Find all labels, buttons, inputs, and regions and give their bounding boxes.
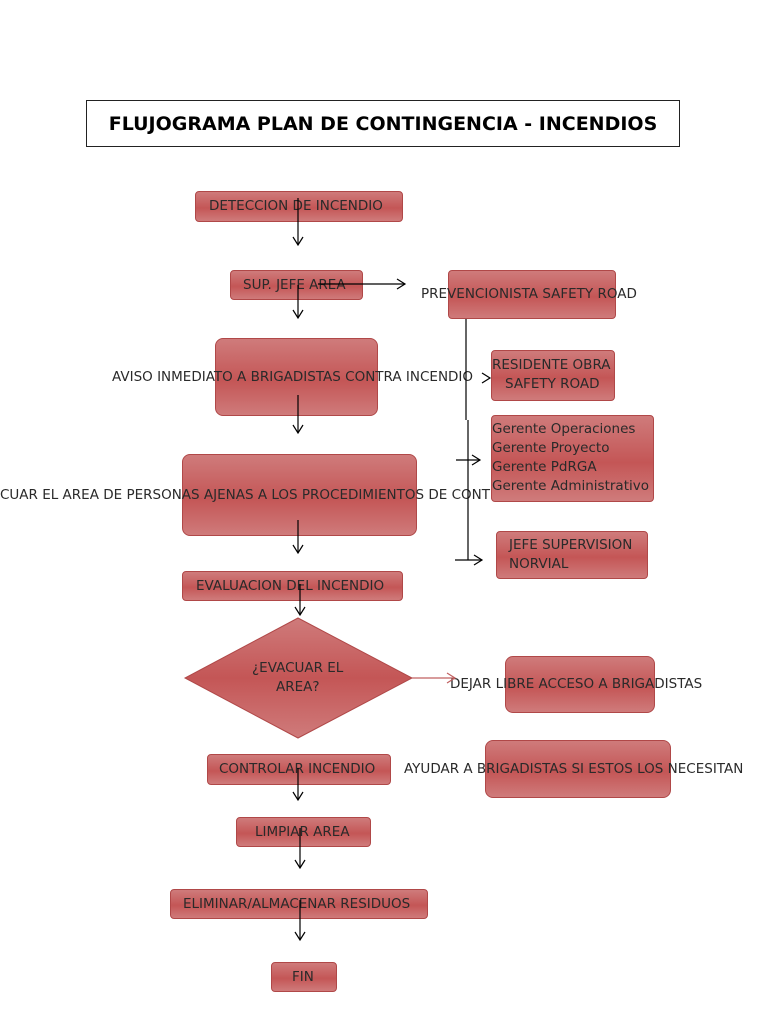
step-sup-jefe-box xyxy=(230,270,363,300)
diagram-title: FLUJOGRAMA PLAN DE CONTINGENCIA - INCEND… xyxy=(86,100,680,147)
side-prevencionista-box xyxy=(448,270,616,319)
decision-label-line2: AREA? xyxy=(276,679,320,695)
step-deteccion-label: DETECCION DE INCENDIO xyxy=(209,198,383,214)
step-deteccion-box xyxy=(195,191,403,222)
side-ayudar-box xyxy=(485,740,671,798)
step-aviso-label: AVISO INMEDIATO A BRIGADISTAS CONTRA INC… xyxy=(112,369,474,385)
side-jefe-label-line1: JEFE SUPERVISION xyxy=(509,537,633,553)
decision-label-line1: ¿EVACUAR EL xyxy=(252,660,344,676)
step-limpiar-label: LIMPIAR AREA xyxy=(255,824,350,840)
step-aviso-box xyxy=(215,338,378,416)
step-sup-jefe-label: SUP. JEFE AREA xyxy=(243,277,346,293)
side-residente-label-line2: SAFETY ROAD xyxy=(505,376,600,392)
step-evacuar-box xyxy=(182,454,417,536)
side-ayudar-label: AYUDAR A BRIGADISTAS SI ESTOS LOS NECESI… xyxy=(404,761,744,777)
side-residente-box xyxy=(491,350,615,401)
side-gerente-item: Gerente Proyecto xyxy=(492,440,610,456)
side-gerente-item: Gerente Operaciones xyxy=(492,421,636,437)
side-gerente-item: Gerente Administrativo xyxy=(492,478,649,494)
step-limpiar-box xyxy=(236,817,371,847)
step-evacuar-label: CUAR EL AREA DE PERSONAS AJENAS A LOS PR… xyxy=(0,487,621,503)
step-eliminar-label: ELIMINAR/ALMACENAR RESIDUOS xyxy=(183,896,411,912)
side-residente-label-line1: RESIDENTE OBRA xyxy=(492,357,611,373)
step-controlar-box xyxy=(207,754,391,785)
side-gerente-item: Gerente PdRGA xyxy=(492,459,597,475)
side-jefe-label-line2: NORVIAL xyxy=(509,556,569,572)
step-fin-label: FIN xyxy=(292,969,314,985)
step-eliminar-box xyxy=(170,889,428,919)
side-prevencionista-label: PREVENCIONISTA SAFETY ROAD xyxy=(421,286,637,302)
step-evaluacion-label: EVALUACION DEL INCENDIO xyxy=(196,578,385,594)
step-evaluacion-box xyxy=(182,571,403,601)
step-fin-box xyxy=(271,962,337,992)
side-dejar-libre-label: DEJAR LIBRE ACCESO A BRIGADISTAS xyxy=(450,676,703,692)
step-controlar-label: CONTROLAR INCENDIO xyxy=(219,761,376,777)
side-dejar-libre-box xyxy=(505,656,655,713)
side-jefe-box xyxy=(496,531,648,579)
side-gerentes-box xyxy=(491,415,654,502)
